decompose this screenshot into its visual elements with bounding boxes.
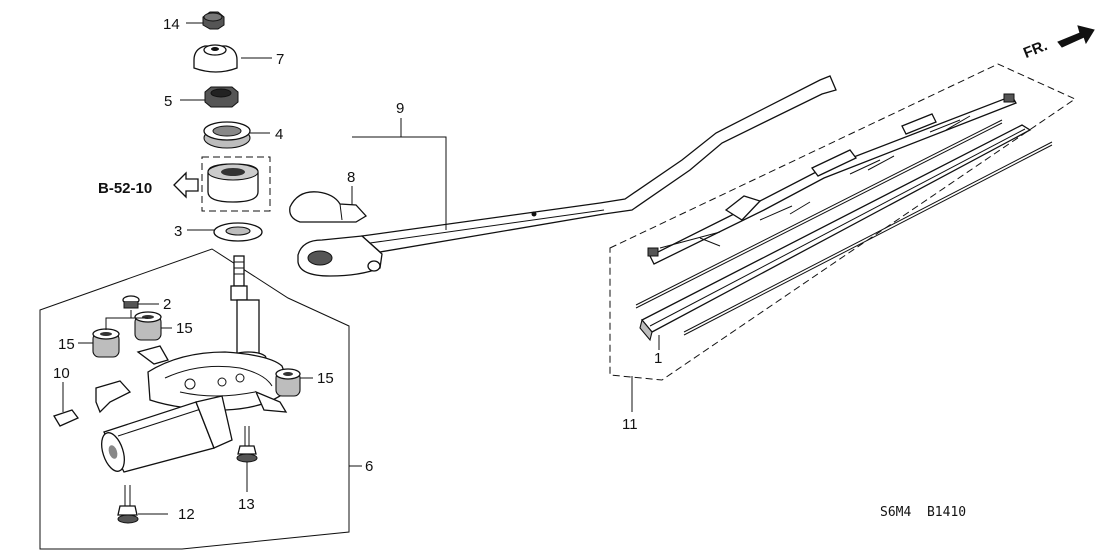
wiper-blade-assembly <box>635 93 1053 342</box>
callout-4: 4 <box>275 126 283 143</box>
grommet-15-right <box>275 368 301 397</box>
washer-3 <box>213 222 263 242</box>
front-arrow-icon <box>1057 25 1095 48</box>
front-direction-indicator: FR. <box>1021 25 1095 62</box>
callout-2: 2 <box>163 296 171 313</box>
wiper-motor-6 <box>95 255 291 473</box>
callout-11: 11 <box>622 416 638 433</box>
bolt-12 <box>117 485 139 524</box>
callout-1: 1 <box>654 350 662 367</box>
grommet-15-middle <box>134 311 162 341</box>
callout-9: 9 <box>396 100 404 117</box>
motor-assembly-outline <box>39 248 350 550</box>
callout-13: 13 <box>238 496 255 513</box>
callout-8: 8 <box>347 169 355 186</box>
callout-10: 10 <box>53 365 70 382</box>
grommet-15-left <box>92 328 120 358</box>
bushing-4 <box>203 121 251 149</box>
callout-15-left: 15 <box>58 336 75 353</box>
arm-cap-8 <box>289 191 368 223</box>
callout-3: 3 <box>174 223 182 240</box>
callout-12: 12 <box>178 506 195 523</box>
grommet-b-52-10 <box>201 156 271 212</box>
nut-14 <box>202 11 225 30</box>
cap-7 <box>193 44 238 73</box>
clip-10 <box>53 409 80 427</box>
front-direction-label: FR. <box>1021 37 1050 62</box>
callout-15-middle: 15 <box>176 320 193 337</box>
cap-2 <box>122 295 140 309</box>
callout-7: 7 <box>276 51 284 68</box>
callout-15-right: 15 <box>317 370 334 387</box>
bolt-13 <box>236 426 258 463</box>
callout-14: 14 <box>163 16 180 33</box>
leader-lines <box>62 22 660 515</box>
nut-5 <box>204 86 239 108</box>
callout-6: 6 <box>365 458 373 475</box>
left-arrow-icon <box>173 171 199 199</box>
diagram-code: S6M4 B1410 <box>880 505 966 520</box>
wiper-arm-9 <box>297 75 837 277</box>
reference-arrow: B-52-10 <box>98 171 199 199</box>
reference-label: B-52-10 <box>98 180 152 197</box>
callouts: 14 7 5 4 3 2 15 15 15 10 6 12 13 9 8 1 1… <box>53 16 662 523</box>
callout-5: 5 <box>164 93 172 110</box>
